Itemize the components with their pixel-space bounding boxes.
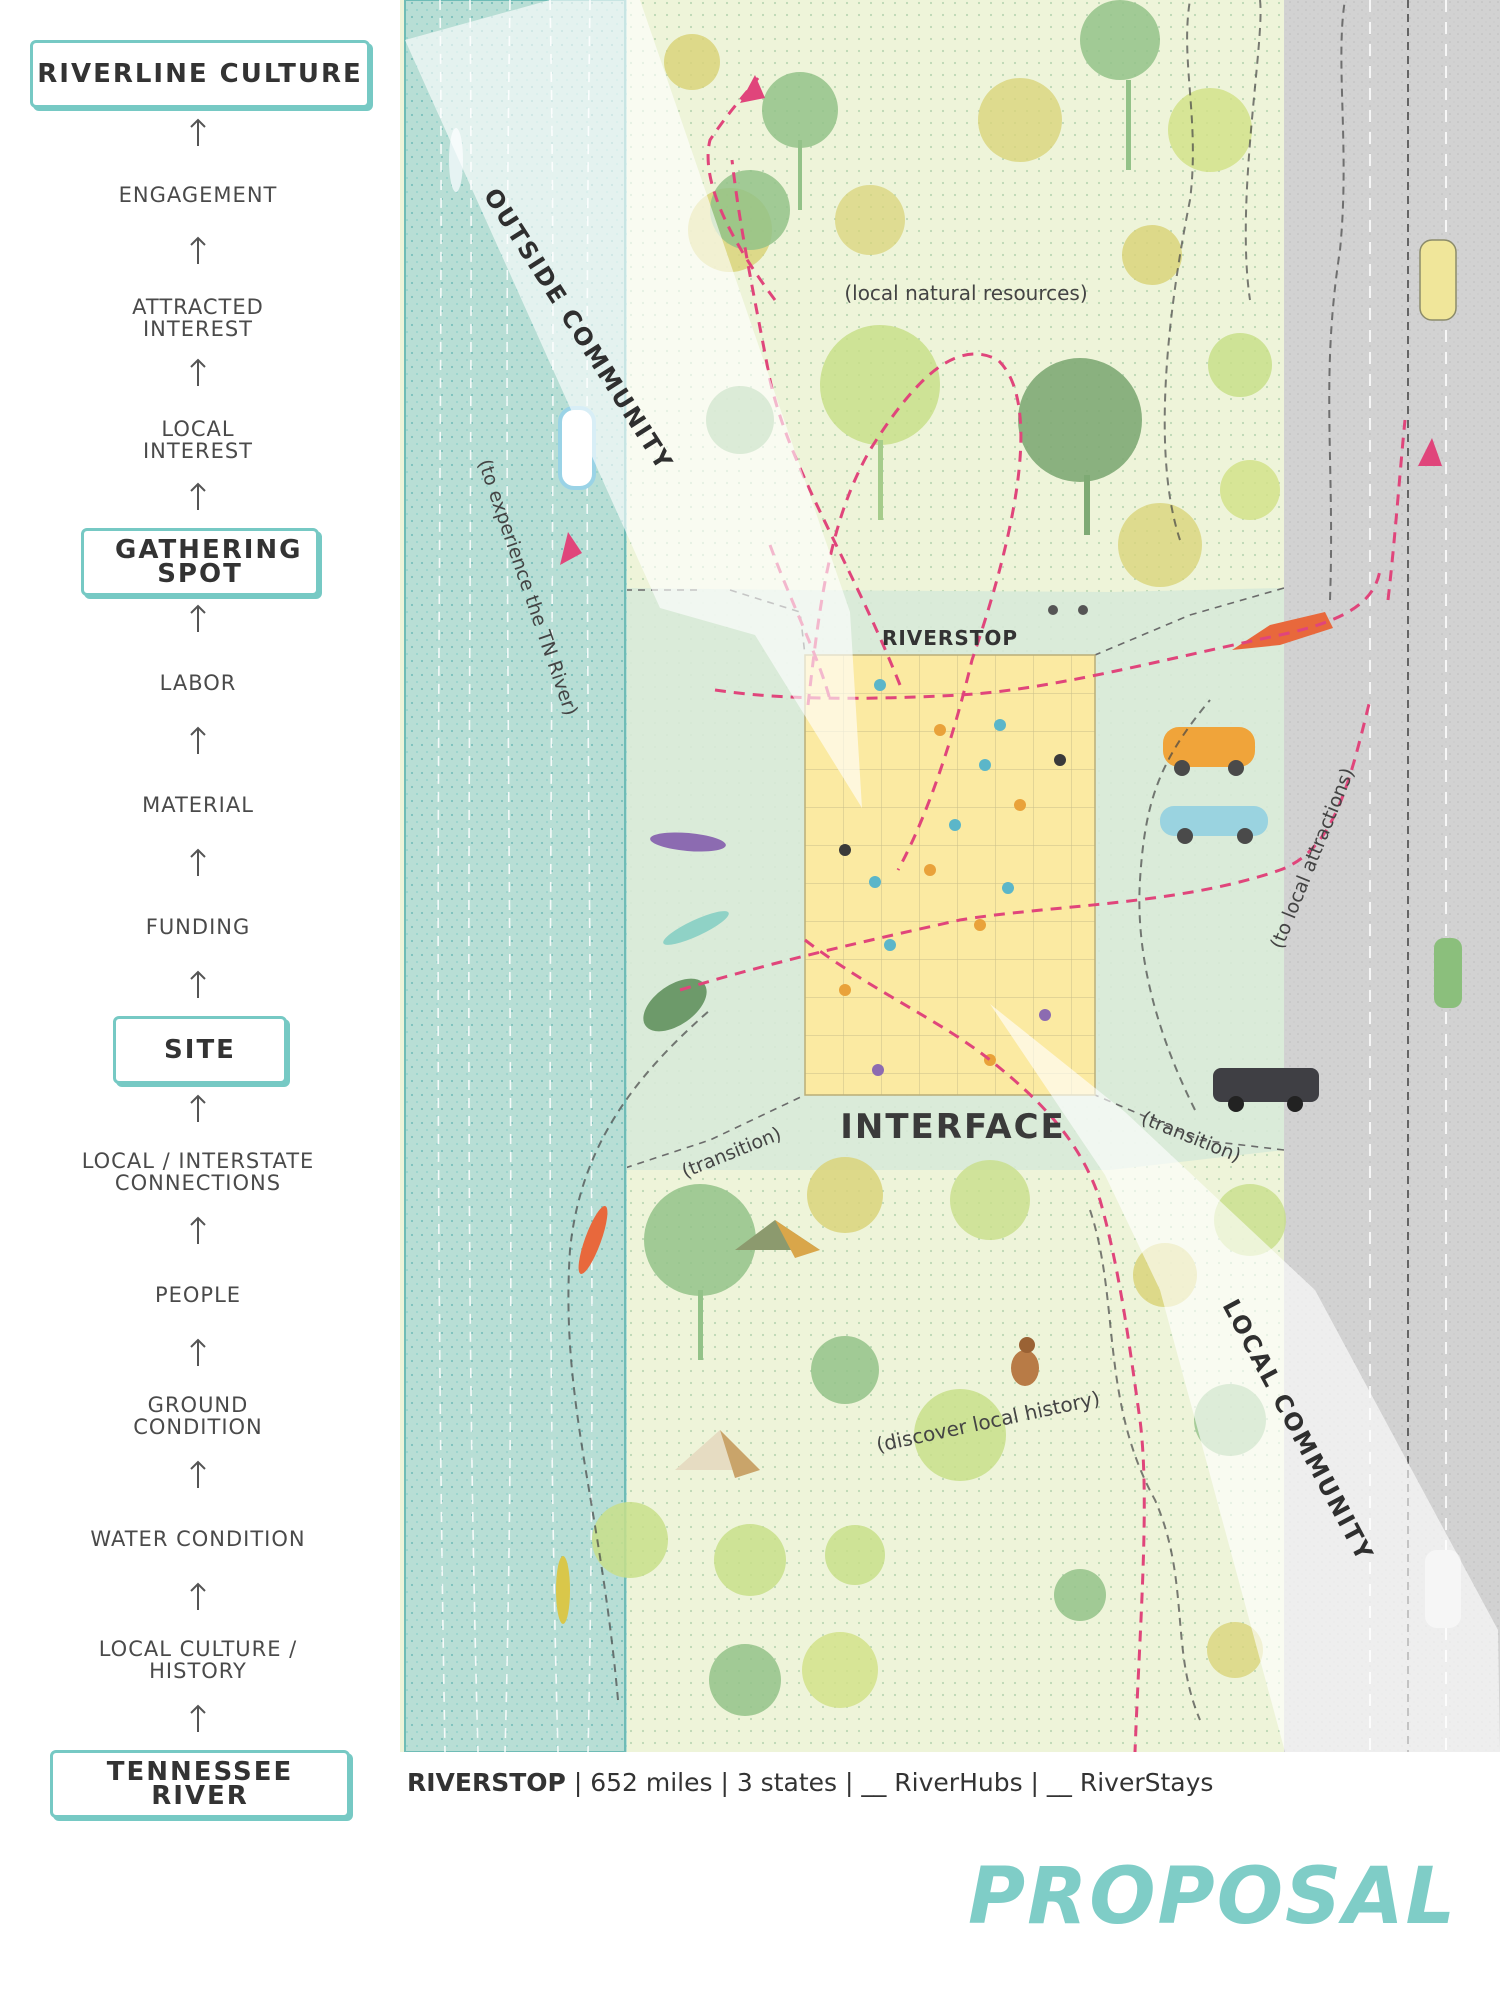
flow-step-people: PEOPLE xyxy=(154,1283,242,1307)
interface-label: INTERFACE xyxy=(840,1107,1066,1147)
local-community-arrow xyxy=(990,1004,1500,1752)
campsite-tent-icon xyxy=(675,1430,760,1478)
up-arrow-icon xyxy=(190,1704,206,1732)
flow-step-labor: LABOR xyxy=(159,671,237,695)
riverstop-label: RIVERSTOP xyxy=(882,626,1018,650)
outside-community-arrow xyxy=(405,0,862,808)
process-flow: RIVERLINE CULTURE ENGAGEMENT ATTRACTED I… xyxy=(0,0,400,1830)
flow-box-riverline-culture: RIVERLINE CULTURE xyxy=(30,40,370,108)
flow-box-gathering-spot: GATHERING SPOT xyxy=(81,528,319,596)
flow-box-tennessee-river: TENNESSEE RIVER xyxy=(50,1750,350,1818)
up-arrow-icon xyxy=(190,848,206,876)
up-arrow-icon xyxy=(190,726,206,754)
walking-trails xyxy=(567,0,1346,1721)
flow-step-local-interest: LOCAL INTEREST xyxy=(142,417,254,463)
flow-step-connections: LOCAL / INTERSTATE CONNECTIONS xyxy=(81,1149,315,1195)
up-arrow-icon xyxy=(190,970,206,998)
up-arrow-icon xyxy=(190,236,206,264)
flow-step-local-culture-history: LOCAL CULTURE / HISTORY xyxy=(98,1637,298,1683)
up-arrow-icon xyxy=(190,118,206,146)
caption-bar: RIVERSTOP | 652 miles | 3 states | __ Ri… xyxy=(407,1768,1213,1797)
caption-details: | 652 miles | 3 states | __ RiverHubs | … xyxy=(565,1768,1214,1797)
people-figures xyxy=(839,679,1066,1076)
river-edge xyxy=(404,0,626,1752)
river-current-lines xyxy=(437,0,593,1752)
flow-step-water-condition: WATER CONDITION xyxy=(90,1527,306,1551)
flow-step-material: MATERIAL xyxy=(142,793,254,817)
up-arrow-icon xyxy=(190,358,206,386)
flow-step-funding: FUNDING xyxy=(145,915,251,939)
up-arrow-icon xyxy=(190,1460,206,1488)
flow-box-site: SITE xyxy=(113,1016,287,1084)
up-arrow-icon xyxy=(190,1216,206,1244)
caption-bold: RIVERSTOP xyxy=(407,1768,566,1797)
history-statue-icon xyxy=(1011,1337,1039,1386)
up-arrow-icon xyxy=(190,604,206,632)
flow-step-engagement: ENGAGEMENT xyxy=(118,183,278,207)
page-title: PROPOSAL xyxy=(968,1852,1458,1942)
up-arrow-icon xyxy=(190,1582,206,1610)
up-arrow-icon xyxy=(190,1094,206,1122)
flow-step-ground-condition: GROUND CONDITION xyxy=(133,1393,263,1439)
natural-resources-label: (local natural resources) xyxy=(844,281,1087,305)
up-arrow-icon xyxy=(190,482,206,510)
flow-step-attracted-interest: ATTRACTED INTEREST xyxy=(132,295,264,341)
site-plan: OUTSIDE COMMUNITY LOCAL COMMUNITY RIVERS… xyxy=(400,0,1500,1752)
path-arrow-icons xyxy=(560,75,1442,565)
up-arrow-icon xyxy=(190,1338,206,1366)
campsite-tent-icon xyxy=(735,1220,820,1258)
